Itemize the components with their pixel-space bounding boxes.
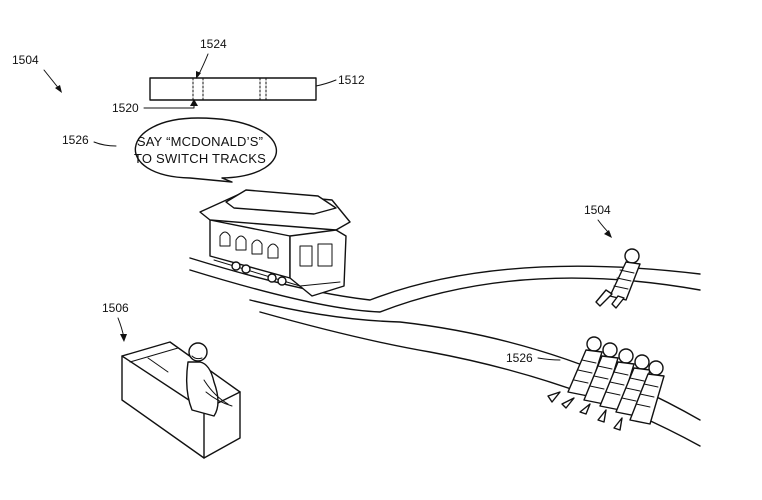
ref-1506-arrowhead <box>120 334 127 342</box>
track-upper-rail-a <box>189 257 701 301</box>
ad-banner-bar <box>149 77 317 101</box>
ref-1526-group: 1526 <box>506 351 533 365</box>
track-upper-rail-b <box>189 269 701 313</box>
ref-1524-arrowhead <box>196 71 201 79</box>
ref-1504-person: 1504 <box>584 203 611 217</box>
trolley-wheel-4 <box>277 276 287 286</box>
trolley-wheel-2 <box>241 264 251 274</box>
trolley-wheel-1 <box>231 261 241 271</box>
viewer-arms <box>203 379 233 407</box>
speech-bubble-line1: SAY “MCDONALD’S” <box>137 134 263 149</box>
trolley-windows <box>219 231 279 259</box>
person-4 <box>615 354 651 417</box>
person-3-head <box>618 348 634 364</box>
ref-1504-top-group: 1504 <box>12 53 62 93</box>
speech-bubble <box>134 117 277 183</box>
couch-cushion-lines <box>129 347 179 373</box>
trolley-front-windows <box>299 243 333 267</box>
single-person-stripes <box>613 269 635 290</box>
trolley-wheel-3 <box>267 273 277 283</box>
person-2-stripes <box>589 365 613 390</box>
ref-1504-top-arrowhead <box>55 85 62 93</box>
ref-1506: 1506 <box>102 301 129 315</box>
viewer-head <box>188 342 208 362</box>
person-5-head <box>648 360 664 376</box>
ref-1524: 1524 <box>200 37 227 51</box>
viewer-face <box>191 355 203 360</box>
single-person-head <box>624 248 640 264</box>
people-group-feet <box>547 391 623 431</box>
trolley-roof-top <box>225 189 337 215</box>
ref-1520-arrow <box>143 101 195 109</box>
ref-1504-person-arrowhead <box>604 230 612 238</box>
speech-bubble-line2: TO SWITCH TRACKS <box>134 151 266 166</box>
person-1-stripes <box>573 359 597 384</box>
ref-1526-bubble: 1526 <box>62 133 89 147</box>
ref-1512-leader <box>315 79 337 87</box>
person-3-stripes <box>605 371 629 396</box>
person-4-head <box>634 354 650 370</box>
person-1-head <box>586 336 602 352</box>
trolley-car <box>199 189 351 297</box>
viewer-body <box>185 361 219 417</box>
ref-1520-arrowhead <box>190 99 198 106</box>
person-1 <box>567 336 603 397</box>
person-2-head <box>602 342 618 358</box>
ref-1504-top: 1504 <box>12 53 39 67</box>
single-person-body <box>609 261 641 301</box>
person-5 <box>629 360 665 425</box>
speech-bubble-group: SAY “MCDONALD’S” TO SWITCH TRACKS 1526 <box>62 117 277 183</box>
viewer-group: 1506 <box>102 301 241 459</box>
people-group: 1526 <box>506 336 665 431</box>
ref-1526-bubble-leader <box>93 141 117 147</box>
ref-1520: 1520 <box>112 101 139 115</box>
person-5-stripes <box>635 383 659 408</box>
ref-1512: 1512 <box>338 73 365 87</box>
ref-1526-group-leader <box>537 357 561 361</box>
single-person-legs <box>595 289 625 309</box>
person-4-stripes <box>621 377 645 402</box>
single-person-group: 1504 <box>584 203 641 309</box>
ad-banner-group: 1524 1512 1520 <box>112 37 365 115</box>
